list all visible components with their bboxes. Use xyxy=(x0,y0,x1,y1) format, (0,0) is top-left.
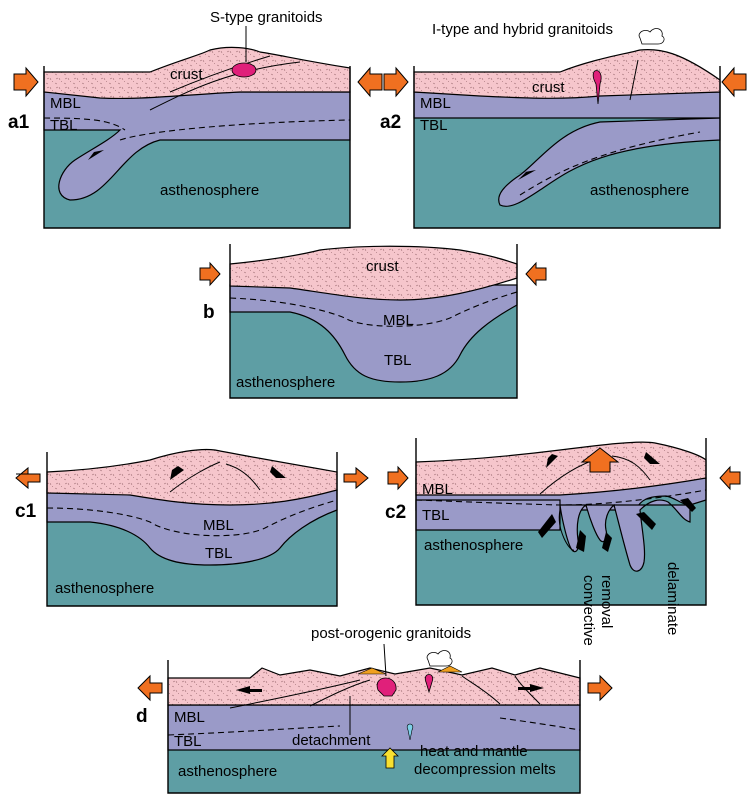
tbl-label-a1: TBL xyxy=(50,117,78,134)
extension-arrow-c1-right-icon xyxy=(270,466,286,478)
subduction-arrow-icon xyxy=(84,150,104,160)
uplift-arrow-icon xyxy=(580,447,620,473)
panel-label-c1: c1 xyxy=(15,501,37,522)
extension-arrow-c1-left-icon xyxy=(170,466,184,480)
asthenosphere-label-b: asthenosphere xyxy=(236,374,335,391)
convection-arrow-3-icon xyxy=(602,532,612,552)
convection-arrow-2-icon xyxy=(576,530,586,552)
extension-arrow-d-left-icon xyxy=(236,686,262,694)
s-type-label: S-type granitoids xyxy=(210,9,323,26)
volcanic-plume-d-icon xyxy=(426,650,453,667)
tbl-label-c2: TBL xyxy=(422,507,450,524)
tbl-label-d: TBL xyxy=(174,733,202,750)
panel-label-d: d xyxy=(136,706,148,727)
post-orogenic-granitoid-body-2 xyxy=(424,674,434,694)
mbl-label-d: MBL xyxy=(174,709,205,726)
extension-arrow-c2-left-icon xyxy=(546,454,558,468)
compression-arrow-b-left-icon xyxy=(199,261,221,287)
i-type-granitoid-body xyxy=(592,70,602,105)
panel-label-b: b xyxy=(203,302,215,323)
crust-label-a1: crust xyxy=(170,66,203,83)
basin-fill xyxy=(357,667,387,675)
compression-arrow-a2-left-icon xyxy=(383,66,409,98)
tbl-label-b: TBL xyxy=(384,352,412,369)
detachment-label: detachment xyxy=(292,732,371,749)
basin-fill-2 xyxy=(437,665,463,673)
mbl-label-c1: MBL xyxy=(203,517,234,534)
extension-arrow-c2-right-icon xyxy=(644,452,660,464)
i-type-label: I-type and hybrid granitoids xyxy=(432,21,613,38)
mbl-label-c2: MBL xyxy=(422,481,453,498)
crust-label-a2: crust xyxy=(532,79,565,96)
asthenosphere-label-d: asthenosphere xyxy=(178,763,277,780)
volcanic-plume-icon xyxy=(638,28,665,45)
compression-arrow-right-icon xyxy=(357,66,383,98)
asthenosphere-label-c2: asthenosphere xyxy=(424,537,523,554)
delaminate-label: delaminate xyxy=(664,562,681,635)
panel-c2: MBL TBL asthenosphere convective removal… xyxy=(385,438,741,646)
post-orogenic-granitoid-body xyxy=(376,677,397,697)
mbl-label-a2: MBL xyxy=(420,95,451,112)
panel-a2: I-type and hybrid granitoids crust MBL T… xyxy=(380,21,747,229)
panel-label-a1: a1 xyxy=(8,112,30,133)
compression-arrow-c2-left-icon xyxy=(387,465,409,491)
extension-arrow-c1-left-plate-icon xyxy=(15,466,41,490)
heat-label-line1: heat and mantle xyxy=(420,743,528,760)
melt-drop-icon xyxy=(406,723,414,741)
post-orogenic-label: post-orogenic granitoids xyxy=(311,625,471,642)
mbl-label-b: MBL xyxy=(383,312,414,329)
panel-c1: MBL TBL asthenosphere c1 xyxy=(15,448,369,607)
mbl-label-a1: MBL xyxy=(50,95,81,112)
extension-arrow-d-plate-right-icon xyxy=(587,674,613,702)
convection-arrow-1-icon xyxy=(538,514,556,538)
subduction-arrow-a2-icon xyxy=(514,170,536,180)
panel-label-a2: a2 xyxy=(380,112,401,133)
panel-b: crust MBL TBL asthenosphere b xyxy=(199,244,547,399)
tbl-label-c1: TBL xyxy=(205,545,233,562)
compression-arrow-left-icon xyxy=(13,66,39,98)
tbl-label-a2: TBL xyxy=(420,117,448,134)
s-type-granitoid-body xyxy=(231,62,257,78)
panel-d: post-orogenic granitoids MBL TBL detachm… xyxy=(136,625,613,794)
asthenosphere-label-c1: asthenosphere xyxy=(55,580,154,597)
crust-label-b: crust xyxy=(366,258,399,275)
panel-label-c2: c2 xyxy=(385,502,406,523)
extension-arrow-d-plate-left-icon xyxy=(137,674,163,702)
compression-arrow-c2-right-icon xyxy=(719,465,741,491)
extension-arrow-d-right-icon xyxy=(518,684,544,692)
delamination-arrow-2-icon xyxy=(680,498,696,512)
asthenosphere-label-a2: asthenosphere xyxy=(590,182,689,199)
asthenosphere-label-a1: asthenosphere xyxy=(160,182,259,199)
heat-label-line2: decompression melts xyxy=(414,761,556,778)
panel-a1: S-type granitoids crust MBL TBL asthenos… xyxy=(8,9,383,229)
heat-arrow-icon xyxy=(381,747,399,769)
extension-arrow-c1-right-plate-icon xyxy=(343,466,369,490)
compression-arrow-b-right-icon xyxy=(525,261,547,287)
compression-arrow-a2-right-icon xyxy=(721,66,747,98)
removal-label: removal xyxy=(598,575,615,628)
convective-label: convective xyxy=(580,575,597,646)
delamination-arrow-icon xyxy=(636,512,656,530)
